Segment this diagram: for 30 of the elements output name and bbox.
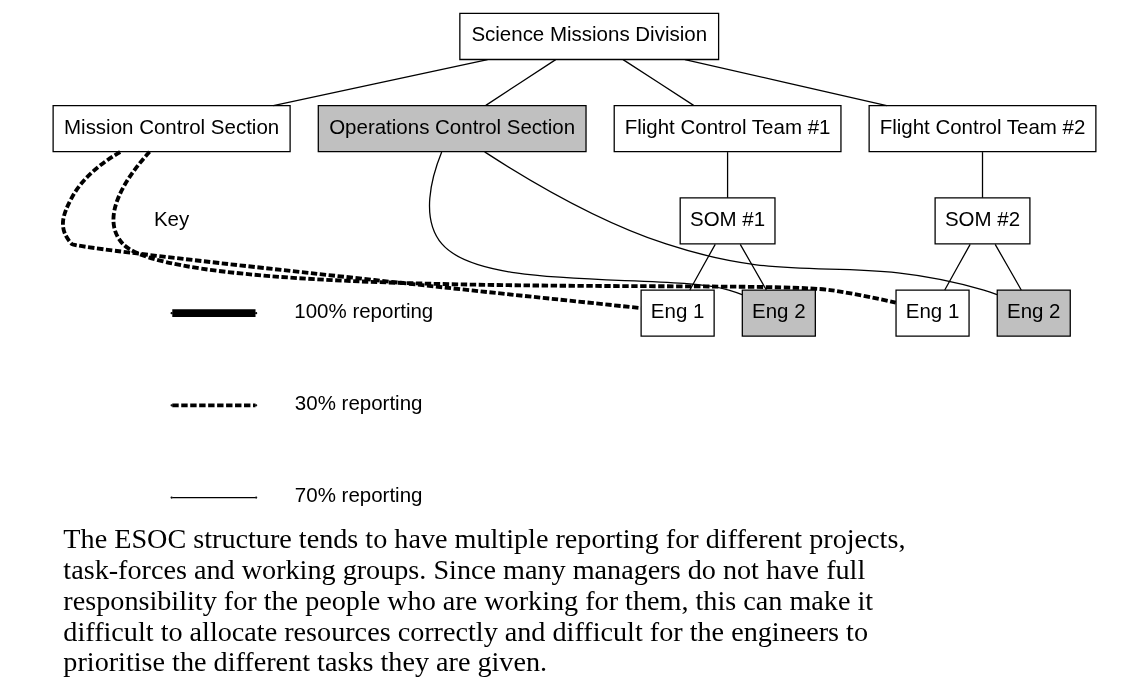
node-box: Mission Control Section [52, 104, 291, 153]
node-box: Eng 2 [996, 289, 1071, 337]
node-box: SOM #1 [679, 197, 776, 245]
connector [111, 150, 896, 305]
connector [688, 243, 716, 291]
connector [272, 58, 488, 107]
node-box: Operations Control Section [317, 104, 587, 153]
connector [621, 59, 694, 106]
connector [683, 58, 887, 107]
connector [484, 59, 556, 106]
connector [739, 243, 767, 291]
node-box: Flight Control Team #1 [613, 104, 842, 153]
label: Key [153, 206, 189, 230]
node-box: Eng 1 [894, 289, 970, 337]
connector [981, 151, 983, 199]
legend-label: 70% reporting [294, 483, 422, 507]
node-box: Eng 2 [741, 289, 816, 337]
connector [428, 151, 743, 296]
node-box: SOM #2 [933, 197, 1031, 245]
connector [483, 151, 998, 296]
legend-label: 100% reporting [293, 299, 433, 322]
legend-label: 30% reporting [294, 391, 422, 415]
connector [943, 243, 971, 291]
node-box: Science Missions Division [458, 12, 719, 61]
caption: The ESOC structure tends to have multiple reporting for different projects, task-forces and working groups. Since many managers do not have full responsibility for the people who are working for them, this can make it difficult to allocate resources correctly and difficult for the engineers to prioritise the different tasks they are given. [62, 523, 905, 678]
connector [60, 150, 641, 310]
connector [994, 243, 1022, 291]
connector [726, 151, 728, 199]
node-box: Eng 1 [639, 289, 715, 337]
node-box: Flight Control Team #2 [868, 104, 1097, 153]
